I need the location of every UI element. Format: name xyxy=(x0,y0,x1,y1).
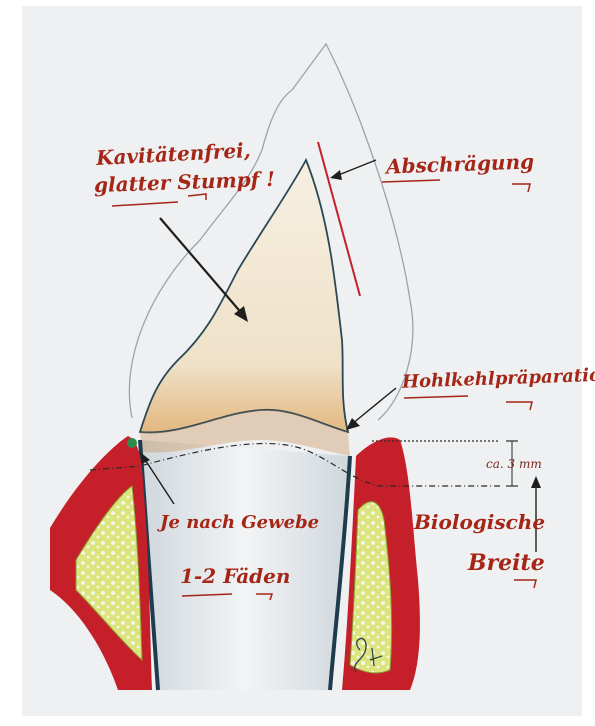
label-cavity-line2: glatter Stumpf ! xyxy=(94,169,276,195)
label-threads-line2: 1-2 Fäden xyxy=(180,566,290,586)
label-bio-line1: Biologische xyxy=(414,512,545,532)
label-threads-line1: Je nach Gewebe xyxy=(160,514,319,532)
label-bio-line2: Breite xyxy=(468,552,545,574)
label-bevel: Abschrägung xyxy=(386,151,535,176)
label-measure: ca. 3 mm xyxy=(486,458,542,470)
retraction-thread xyxy=(127,438,137,448)
